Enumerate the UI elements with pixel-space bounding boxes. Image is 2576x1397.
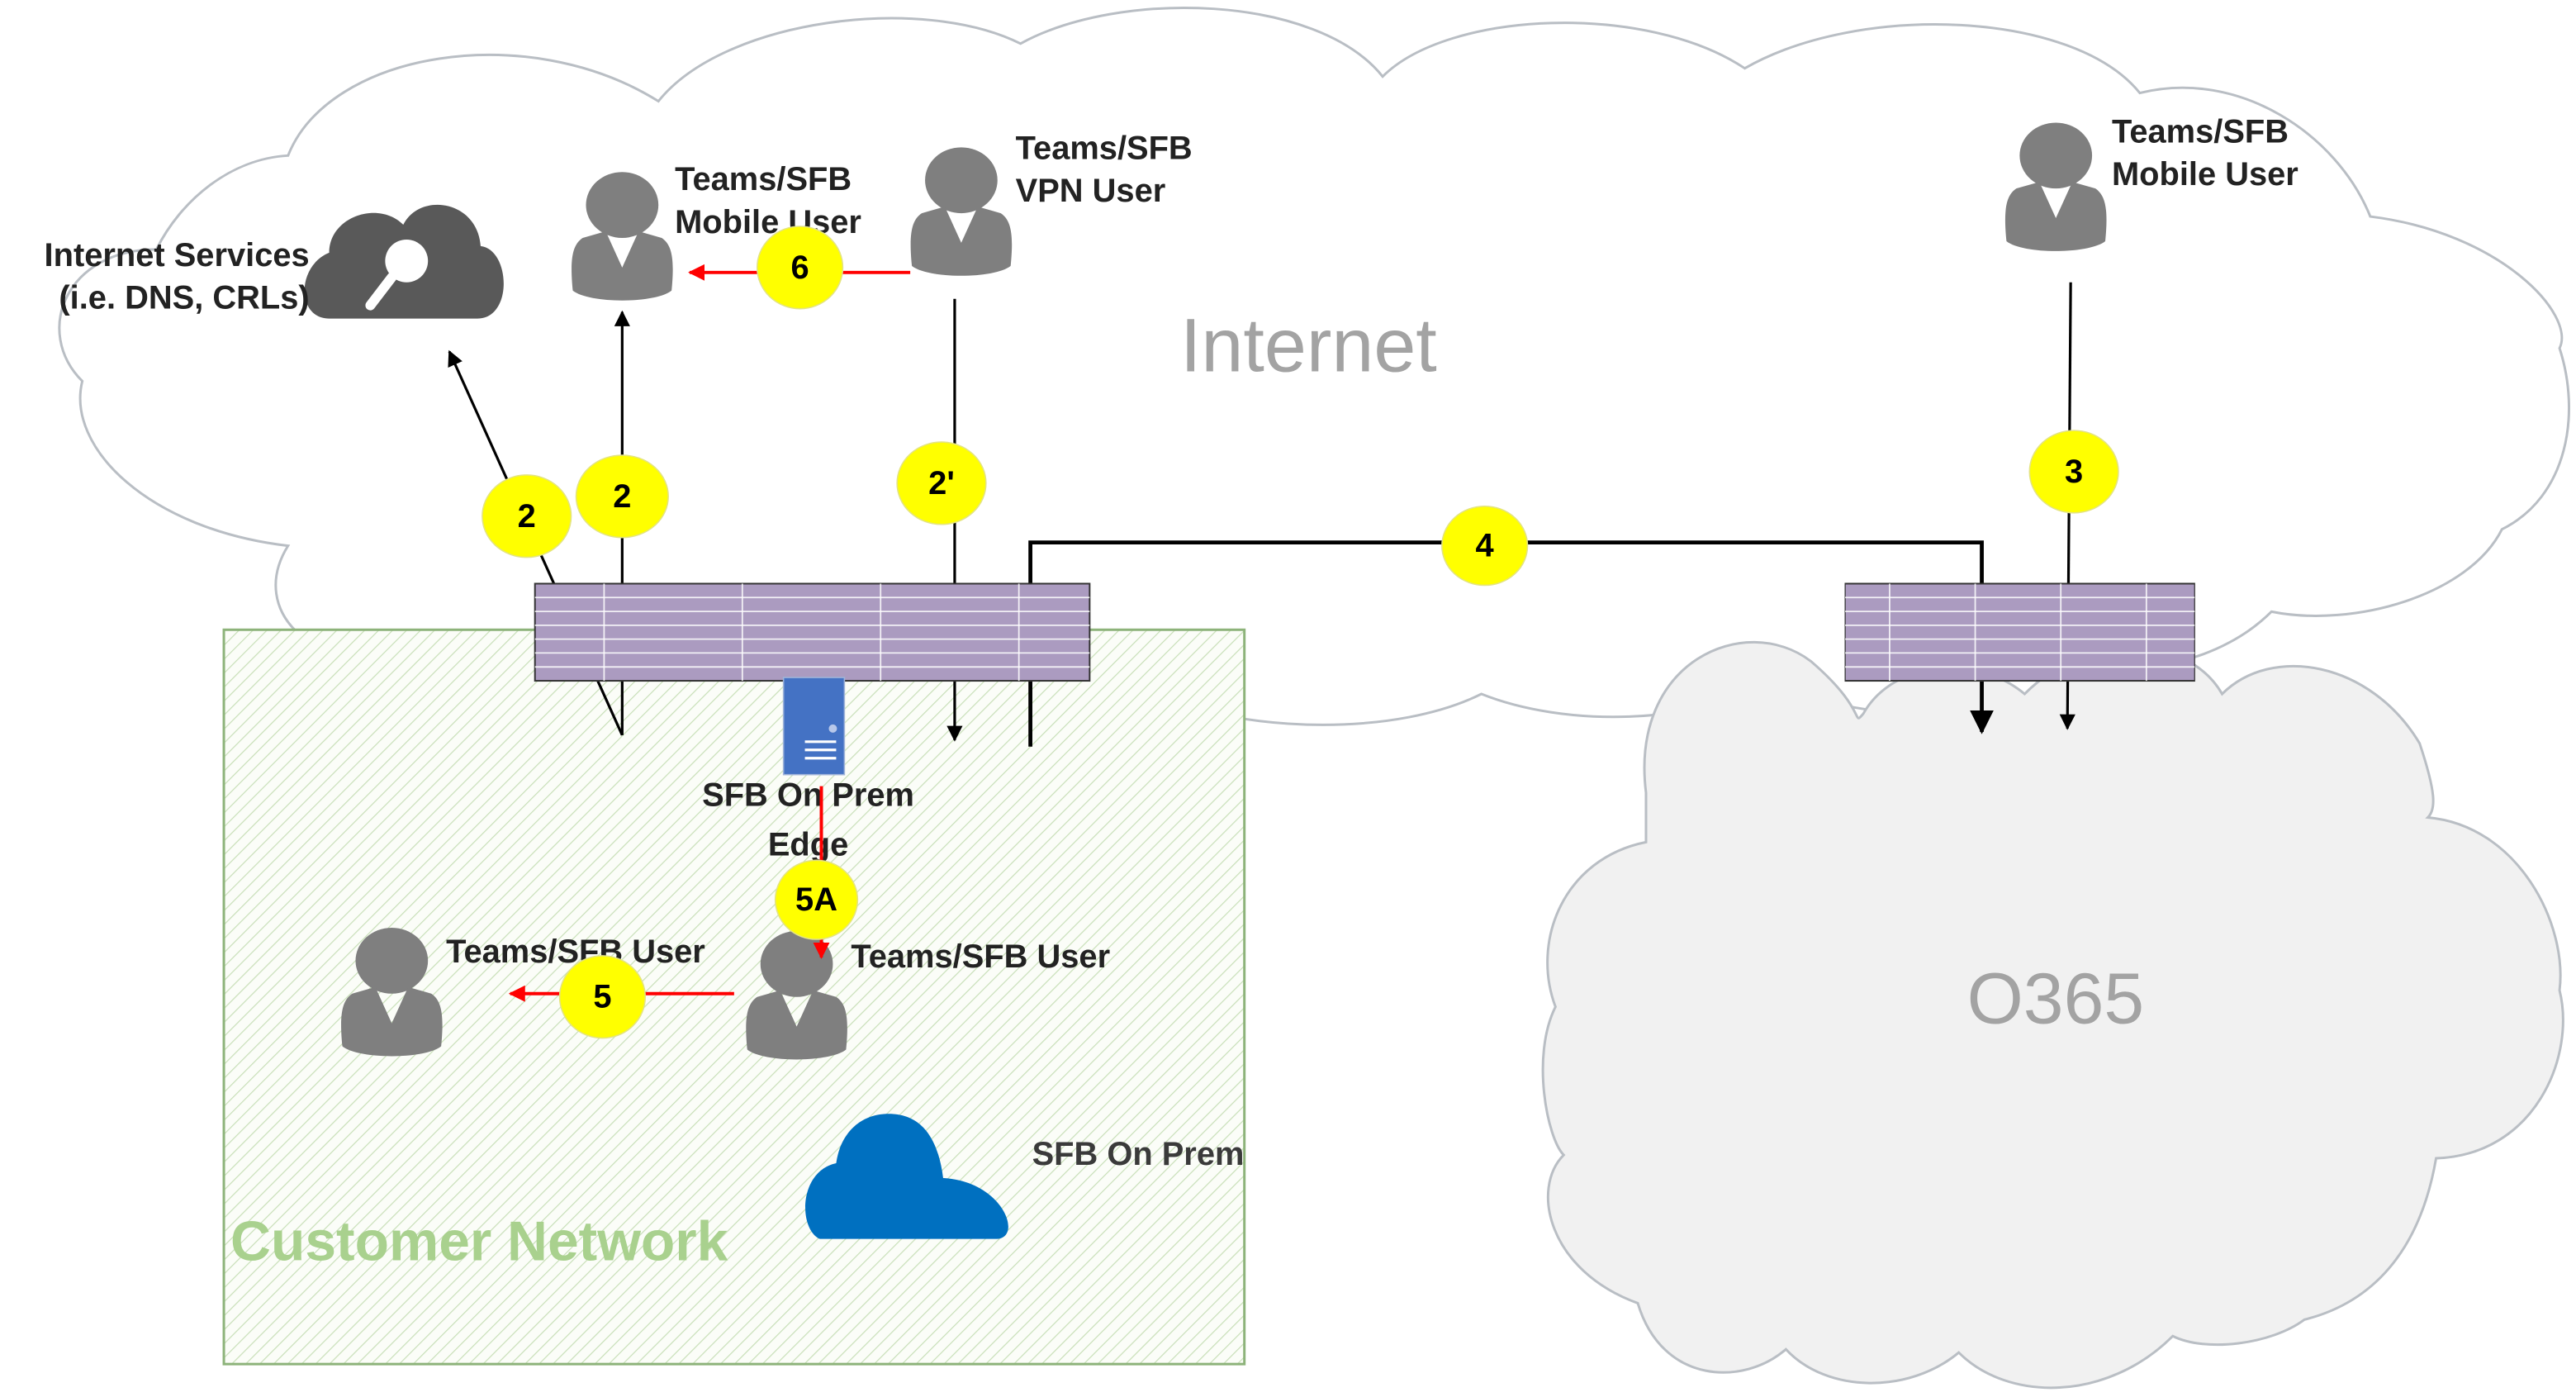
badge-5a: 5A (774, 859, 859, 940)
internet-services-icon (304, 204, 504, 319)
edge-label-line2: Edge (768, 826, 848, 862)
badge-5: 5 (558, 955, 647, 1039)
internal-user-right-label: Teams/SFB User (851, 938, 1110, 975)
badge-4: 4 (1441, 506, 1529, 587)
customer-network-box (222, 628, 1246, 1366)
badge-2-prime-text: 2' (928, 465, 955, 501)
sfb-on-prem-label: SFB On Prem (1032, 1136, 1245, 1172)
internal-user-left-label: Teams/SFB User (446, 934, 705, 970)
mobile-user-left-label-line1: Teams/SFB (675, 161, 852, 197)
edge-label-line1: SFB On Prem (702, 777, 914, 814)
badge-3-text: 3 (2065, 454, 2083, 490)
internet-services-label-line1: Internet Services (45, 237, 310, 273)
customer-firewall (534, 582, 1091, 682)
badge-6: 6 (756, 226, 844, 310)
badge-2-vertical: 2 (575, 454, 669, 539)
edge-server-icon (782, 677, 846, 776)
badge-2-diagonal-text: 2 (518, 498, 536, 535)
customer-firewall-bricks (603, 583, 1020, 682)
badge-6-text: 6 (790, 249, 809, 286)
badge-2-prime: 2' (896, 441, 987, 525)
badge-5a-text: 5A (795, 881, 837, 918)
badge-3: 3 (2028, 430, 2119, 514)
mobile-user-right-label-line2: Mobile User (2112, 156, 2298, 192)
mobile-user-left-label-line2: Mobile User (675, 204, 861, 240)
badge-2-diagonal: 2 (482, 474, 572, 558)
mobile-user-right-label-line1: Teams/SFB (2112, 113, 2289, 150)
o365-label: O365 (1967, 958, 2145, 1039)
badge-5-text: 5 (593, 979, 611, 1015)
o365-firewall (1844, 582, 2196, 682)
badge-4-text: 4 (1476, 528, 1494, 564)
sfb-on-prem-cloud-icon (805, 1114, 1008, 1239)
badge-2-vertical-text: 2 (613, 478, 631, 515)
vpn-user-label-line1: Teams/SFB (1016, 130, 1193, 166)
customer-network-label: Customer Network (230, 1211, 728, 1273)
vpn-user-label-line2: VPN User (1016, 173, 1166, 209)
o365-firewall-bricks (1889, 583, 2147, 682)
internet-services-label-line2: (i.e. DNS, CRLs) (59, 280, 309, 316)
internet-label: Internet (1180, 303, 1437, 387)
